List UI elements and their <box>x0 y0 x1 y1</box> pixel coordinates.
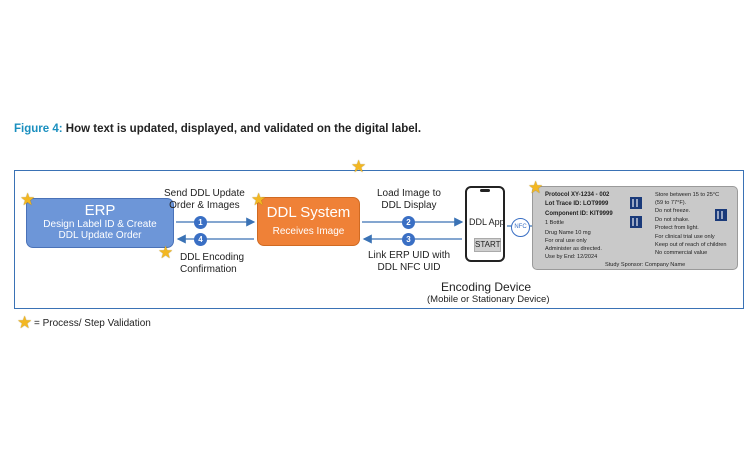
label-lot: Lot Trace ID: LOT9999 <box>545 201 609 207</box>
validation-star-icon: ★ <box>351 157 367 176</box>
ddl-app-label: DDL App <box>469 217 505 227</box>
label-store2: (59 to 77°F). <box>655 200 687 206</box>
validation-star-icon: ★ <box>251 190 267 209</box>
send-label-line1: Send DDL Update <box>164 188 245 199</box>
digital-label-card: Protocol XY-1234 - 002 Lot Trace ID: LOT… <box>532 186 738 270</box>
label-freeze: Do not freeze. <box>655 208 691 214</box>
erp-box: ERP Design Label ID & Create DDL Update … <box>26 198 174 248</box>
legend-star-icon: ★ <box>17 313 33 332</box>
datamatrix-code-icon <box>715 209 727 221</box>
label-shake: Do not shake. <box>655 217 690 223</box>
label-light: Protect from light. <box>655 225 699 231</box>
label-drug: Drug Name 10 mg <box>545 230 591 236</box>
confirm-label-line2: Confirmation <box>180 264 237 275</box>
erp-line1: Design Label ID & Create <box>43 219 157 230</box>
label-protocol: Protocol XY-1234 - 002 <box>545 192 610 198</box>
link-label-line1: Link ERP UID with <box>368 250 451 261</box>
legend-text: = Process/ Step Validation <box>34 318 151 329</box>
link-label-line2: DDL NFC UID <box>377 262 441 273</box>
ddl-system-box: DDL System Receives Image <box>257 197 360 246</box>
label-admin: Administer as directed. <box>545 246 602 252</box>
erp-line2: DDL Update Order <box>58 230 142 241</box>
datamatrix-code-icon <box>630 197 642 209</box>
validation-star-icon: ★ <box>158 243 174 262</box>
nfc-icon: NFC <box>511 218 530 237</box>
label-store1: Store between 15 to 25°C <box>655 192 720 198</box>
start-button[interactable]: START <box>474 238 501 252</box>
ddl-system-title: DDL System <box>266 204 351 221</box>
encoding-device-title: Encoding Device <box>441 280 532 294</box>
step-badge-2: 2 <box>402 216 415 229</box>
label-trial: For clinical trial use only <box>655 234 715 240</box>
load-label-line2: DDL Display <box>381 200 437 211</box>
step-badge-3: 3 <box>402 233 415 246</box>
encoding-device-subtitle: (Mobile or Stationary Device) <box>427 294 550 305</box>
confirm-label-line1: DDL Encoding <box>180 252 245 263</box>
ddl-system-subtitle: Receives Image <box>272 226 345 237</box>
figure-caption: Figure 4: How text is updated, displayed… <box>14 123 421 135</box>
send-label-line2: Order & Images <box>169 200 240 211</box>
figure-caption-text: How text is updated, displayed, and vali… <box>65 123 422 135</box>
label-commercial: No commercial value <box>655 250 708 256</box>
validation-star-icon: ★ <box>20 190 36 209</box>
label-sponsor: Study Sponsor: Company Name <box>605 262 686 268</box>
step-badge-1: 1 <box>194 216 207 229</box>
load-label-line1: Load Image to <box>377 188 441 199</box>
label-component: Component ID: KIT9999 <box>545 211 613 217</box>
label-bottle: 1 Bottle <box>545 220 564 226</box>
figure-caption-label: Figure 4: <box>14 123 63 135</box>
label-use-by: Use by End: 12/2024 <box>545 254 598 260</box>
phone-notch <box>480 189 490 192</box>
erp-title: ERP <box>84 202 116 219</box>
link-label: Link ERP UID with DDL NFC UID <box>368 250 450 274</box>
label-reach: Keep out of reach of children <box>655 242 727 248</box>
send-label: Send DDL Update Order & Images <box>164 188 245 212</box>
validation-star-icon: ★ <box>528 178 544 197</box>
step-badge-4: 4 <box>194 233 207 246</box>
datamatrix-code-icon <box>630 216 642 228</box>
load-label: Load Image to DDL Display <box>377 188 441 212</box>
diagram-frame <box>14 170 744 309</box>
label-oral: For oral use only <box>545 238 587 244</box>
confirm-label: DDL Encoding Confirmation <box>180 252 244 276</box>
